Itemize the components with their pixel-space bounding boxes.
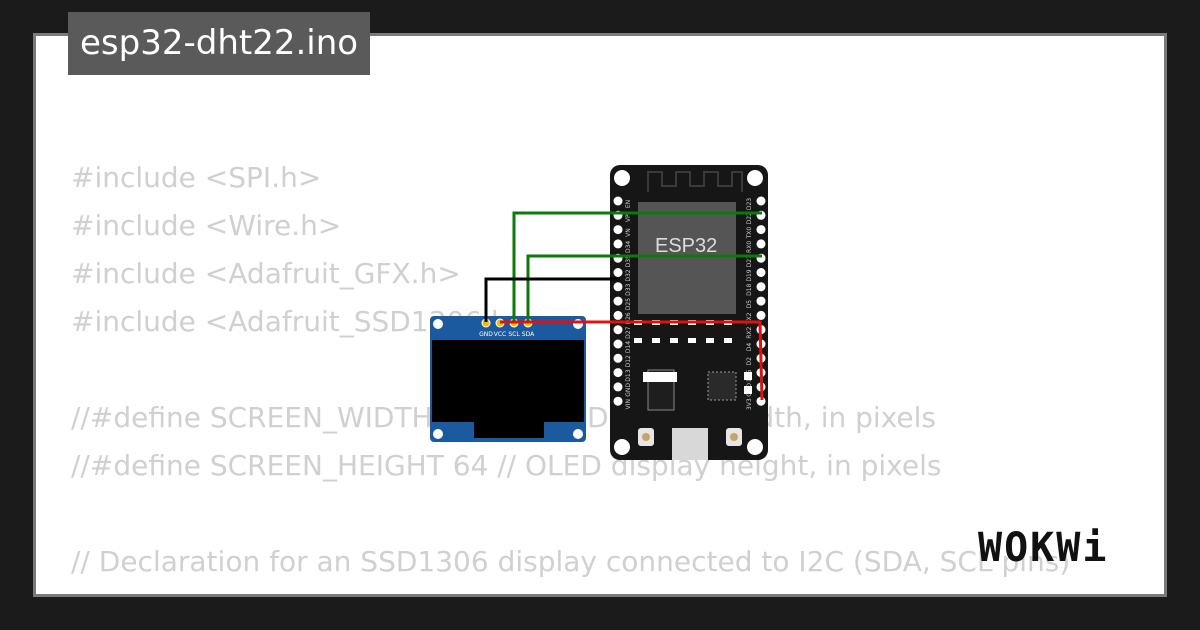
code-line: #include <Wire.h> bbox=[71, 209, 342, 242]
esp32-pin[interactable] bbox=[613, 282, 623, 292]
esp32-pin[interactable] bbox=[756, 225, 766, 235]
esp32-pin-label: VIN bbox=[625, 399, 632, 409]
esp32-pin[interactable] bbox=[756, 296, 766, 306]
wire-vcc bbox=[500, 320, 764, 401]
esp32-pin-label: GND bbox=[625, 383, 632, 397]
wire-scl bbox=[512, 211, 762, 322]
esp32-pin-label: D12 bbox=[625, 355, 632, 367]
esp32-pin[interactable] bbox=[613, 382, 623, 392]
wokwi-logo: WOKWi bbox=[978, 525, 1109, 571]
code-line: #define OLED_RESET -1 // Reset pin # (or… bbox=[71, 586, 1129, 594]
esp32-pin-label: 3V3 bbox=[746, 398, 753, 410]
esp32-pin-label: D27 bbox=[625, 326, 632, 338]
esp32-pin-label: D18 bbox=[746, 283, 753, 295]
esp32-pin[interactable] bbox=[613, 225, 623, 235]
esp32-pin[interactable] bbox=[756, 268, 766, 277]
code-line: #include <Adafruit_GFX.h> bbox=[71, 257, 461, 290]
oled-pin-label: VCC bbox=[494, 331, 506, 338]
esp32-pin-label: D2 bbox=[746, 357, 753, 366]
esp32-module bbox=[638, 202, 736, 314]
esp32-pin-label: D21 bbox=[746, 255, 753, 267]
esp32-pin-label: D35 bbox=[625, 255, 632, 267]
left-pin-header bbox=[613, 196, 623, 406]
esp32-pin-label: D14 bbox=[625, 341, 632, 353]
oled-pin-label: SDA bbox=[522, 331, 535, 338]
esp32-board[interactable]: ESP32 ENVPVND34D35D32D33D25D26D27D14D12D… bbox=[610, 165, 768, 460]
oled-screen bbox=[432, 340, 584, 422]
esp32-pin-label: TX0 bbox=[746, 227, 753, 240]
esp32-pin[interactable] bbox=[613, 325, 623, 335]
esp32-pin-label: D5 bbox=[746, 300, 753, 309]
code-editor: #include <SPI.h> #include <Wire.h> #includ… bbox=[71, 154, 1129, 594]
esp32-pin-label: D4 bbox=[746, 343, 753, 352]
esp32-pin[interactable] bbox=[613, 268, 623, 277]
esp32-pin-label: D26 bbox=[625, 312, 632, 324]
esp32-pin[interactable] bbox=[756, 239, 766, 249]
esp32-pin[interactable] bbox=[756, 310, 766, 320]
esp32-pin[interactable] bbox=[613, 368, 623, 378]
esp32-pin[interactable] bbox=[756, 282, 766, 292]
esp32-pin[interactable] bbox=[613, 396, 623, 406]
code-preview-card: #include <SPI.h> #include <Wire.h> #includ… bbox=[33, 33, 1167, 597]
esp32-pin[interactable] bbox=[756, 196, 766, 206]
esp32-pin-label: D32 bbox=[625, 269, 632, 281]
esp32-pin[interactable] bbox=[613, 296, 623, 306]
esp32-pin-label: TX2 bbox=[746, 312, 753, 325]
esp32-pin-label: VP bbox=[625, 214, 632, 222]
esp32-pin-label: VN bbox=[625, 228, 632, 237]
oled-pin-label: SCL bbox=[508, 331, 520, 338]
esp32-pin[interactable] bbox=[613, 339, 623, 349]
code-line: #include <Adafruit_SSD1306.h> bbox=[71, 305, 533, 338]
esp32-pin[interactable] bbox=[613, 310, 623, 320]
esp32-pin-label: D34 bbox=[625, 241, 632, 253]
project-title: esp32-dht22.ino bbox=[68, 12, 371, 75]
code-line: //#define SCREEN_HEIGHT 64 // OLED displ… bbox=[71, 449, 942, 482]
code-line: // Declaration for an SSD1306 display co… bbox=[71, 545, 1071, 578]
wire-gnd bbox=[484, 277, 620, 322]
esp32-pin-label: D13 bbox=[625, 369, 632, 381]
esp32-pin[interactable] bbox=[613, 196, 623, 206]
esp32-pin-label: EN bbox=[625, 200, 632, 208]
esp32-pin-label: D25 bbox=[625, 298, 632, 310]
esp32-pin-label: D23 bbox=[746, 198, 753, 210]
wires bbox=[484, 211, 764, 401]
esp32-pin-label: RX2 bbox=[746, 326, 753, 338]
esp32-pin[interactable] bbox=[613, 353, 623, 363]
esp32-pin-label: D19 bbox=[746, 269, 753, 281]
oled-pin-label: GND bbox=[479, 331, 493, 338]
wire-sda bbox=[526, 254, 762, 322]
esp32-pin[interactable] bbox=[613, 239, 623, 249]
code-line: #include <SPI.h> bbox=[71, 161, 322, 194]
chip-label: ESP32 bbox=[655, 235, 717, 257]
esp32-pin-label: RX0 bbox=[746, 241, 753, 253]
esp32-pin-label: D22 bbox=[746, 212, 753, 224]
esp32-pin-label: D33 bbox=[625, 283, 632, 295]
